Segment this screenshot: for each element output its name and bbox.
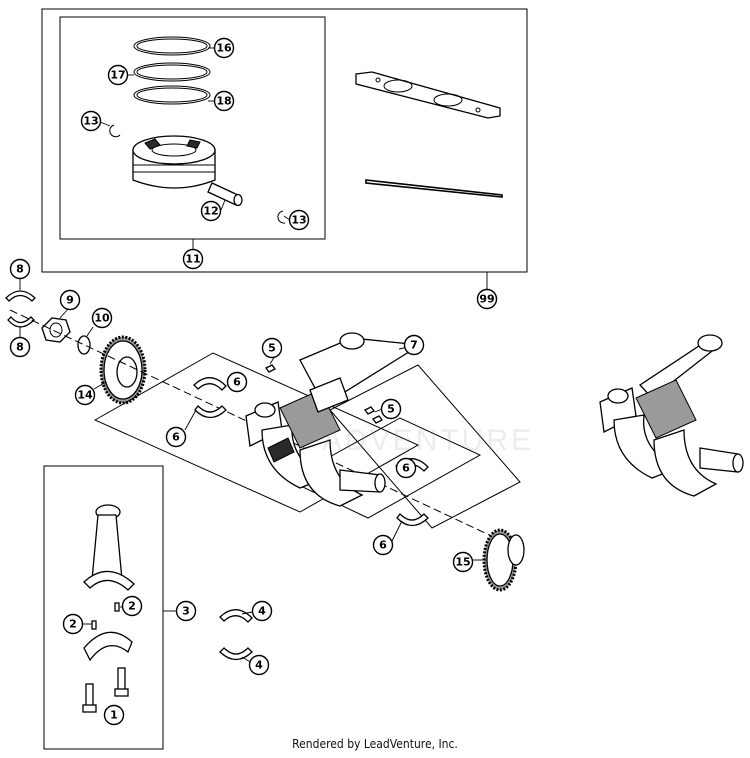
washer — [77, 335, 91, 355]
svg-text:6: 6 — [233, 376, 241, 389]
callout-8: 8 — [9, 258, 31, 280]
callout-1: 1 — [103, 704, 125, 726]
main-bearing-box-left — [93, 352, 420, 513]
svg-text:6: 6 — [172, 431, 180, 444]
callout-8: 8 — [9, 336, 31, 358]
callout-7: 7 — [403, 334, 425, 356]
dowel-pin-upper — [114, 602, 120, 612]
circlip-left — [109, 124, 121, 138]
callout-17: 17 — [107, 64, 129, 86]
svg-text:4: 4 — [255, 659, 263, 672]
callout-5: 5 — [380, 398, 402, 420]
callout-10: 10 — [91, 307, 113, 329]
svg-text:13: 13 — [83, 115, 98, 128]
bearing-shell-lower — [7, 316, 35, 328]
callout-3: 3 — [175, 600, 197, 622]
svg-text:16: 16 — [216, 42, 232, 55]
conrod-box — [43, 465, 164, 750]
crankshaft-assembly-complete — [599, 334, 744, 497]
bearing-shell-upper — [5, 290, 36, 302]
head-gasket — [355, 71, 501, 119]
secondary-gear — [482, 528, 525, 592]
piston-kit-box — [59, 16, 326, 240]
crankshaft-assembly — [245, 332, 422, 507]
rod-cap — [83, 631, 133, 662]
svg-text:2: 2 — [69, 618, 77, 631]
callout-9: 9 — [59, 289, 81, 311]
callout-12: 12 — [200, 200, 222, 222]
svg-text:5: 5 — [268, 342, 276, 355]
svg-text:8: 8 — [16, 341, 24, 354]
svg-text:11: 11 — [185, 253, 200, 266]
svg-text:12: 12 — [203, 205, 218, 218]
svg-text:4: 4 — [258, 605, 266, 618]
svg-text:8: 8 — [16, 263, 24, 276]
pin-lower-1 — [364, 406, 375, 415]
gasket-set-box — [41, 8, 528, 273]
piston-rings — [133, 36, 211, 105]
callout-15: 15 — [452, 551, 474, 573]
piston-pin — [207, 182, 243, 207]
callout-6: 6 — [165, 426, 187, 448]
svg-text:9: 9 — [66, 294, 74, 307]
svg-text:14: 14 — [77, 389, 93, 402]
callout-11: 11 — [182, 248, 204, 270]
svg-text:5: 5 — [387, 403, 395, 416]
pin-lower-2 — [372, 415, 383, 424]
piston — [132, 135, 216, 189]
svg-text:10: 10 — [94, 312, 110, 325]
callout-4: 4 — [251, 600, 273, 622]
base-gasket — [365, 179, 503, 198]
callout-14: 14 — [74, 384, 96, 406]
callout-5: 5 — [261, 337, 283, 359]
svg-text:7: 7 — [410, 339, 418, 352]
dowel-pin-lower — [91, 620, 97, 630]
circlip-right — [277, 210, 286, 224]
callout-2: 2 — [62, 613, 84, 635]
svg-text:13: 13 — [291, 214, 306, 227]
svg-text:1: 1 — [110, 709, 118, 722]
svg-text:6: 6 — [402, 462, 410, 475]
primary-gear — [99, 335, 147, 405]
callout-99: 99 — [476, 288, 498, 310]
svg-text:15: 15 — [455, 556, 470, 569]
svg-text:3: 3 — [182, 605, 190, 618]
svg-text:18: 18 — [216, 95, 231, 108]
rod-bolts — [82, 667, 129, 713]
main-bearing-shell-2 — [194, 405, 227, 419]
main-bearing-shell-4 — [396, 513, 429, 527]
callout-4: 4 — [248, 654, 270, 676]
svg-text:17: 17 — [110, 69, 125, 82]
rod-bearing-shell-lower — [219, 647, 253, 661]
crankshaft-box — [329, 364, 521, 529]
svg-text:99: 99 — [479, 293, 494, 306]
callout-6: 6 — [226, 371, 248, 393]
callout-13: 13 — [288, 209, 310, 231]
callout-16: 16 — [213, 37, 235, 59]
callout-6: 6 — [372, 534, 394, 556]
main-bearing-shell-1 — [193, 377, 227, 391]
svg-text:2: 2 — [128, 600, 136, 613]
connecting-rod — [83, 504, 135, 591]
callout-13: 13 — [80, 110, 102, 132]
crankshaft-nut — [41, 317, 71, 343]
pin-upper — [265, 364, 276, 373]
svg-text:6: 6 — [379, 539, 387, 552]
callout-2: 2 — [121, 595, 143, 617]
callout-6: 6 — [395, 457, 417, 479]
watermark: ADVENTURE — [322, 424, 535, 457]
rod-bearing-shell-upper — [219, 609, 253, 623]
callout-18: 18 — [213, 90, 235, 112]
footer-credit: Rendered by LeadVenture, Inc. — [292, 737, 458, 751]
